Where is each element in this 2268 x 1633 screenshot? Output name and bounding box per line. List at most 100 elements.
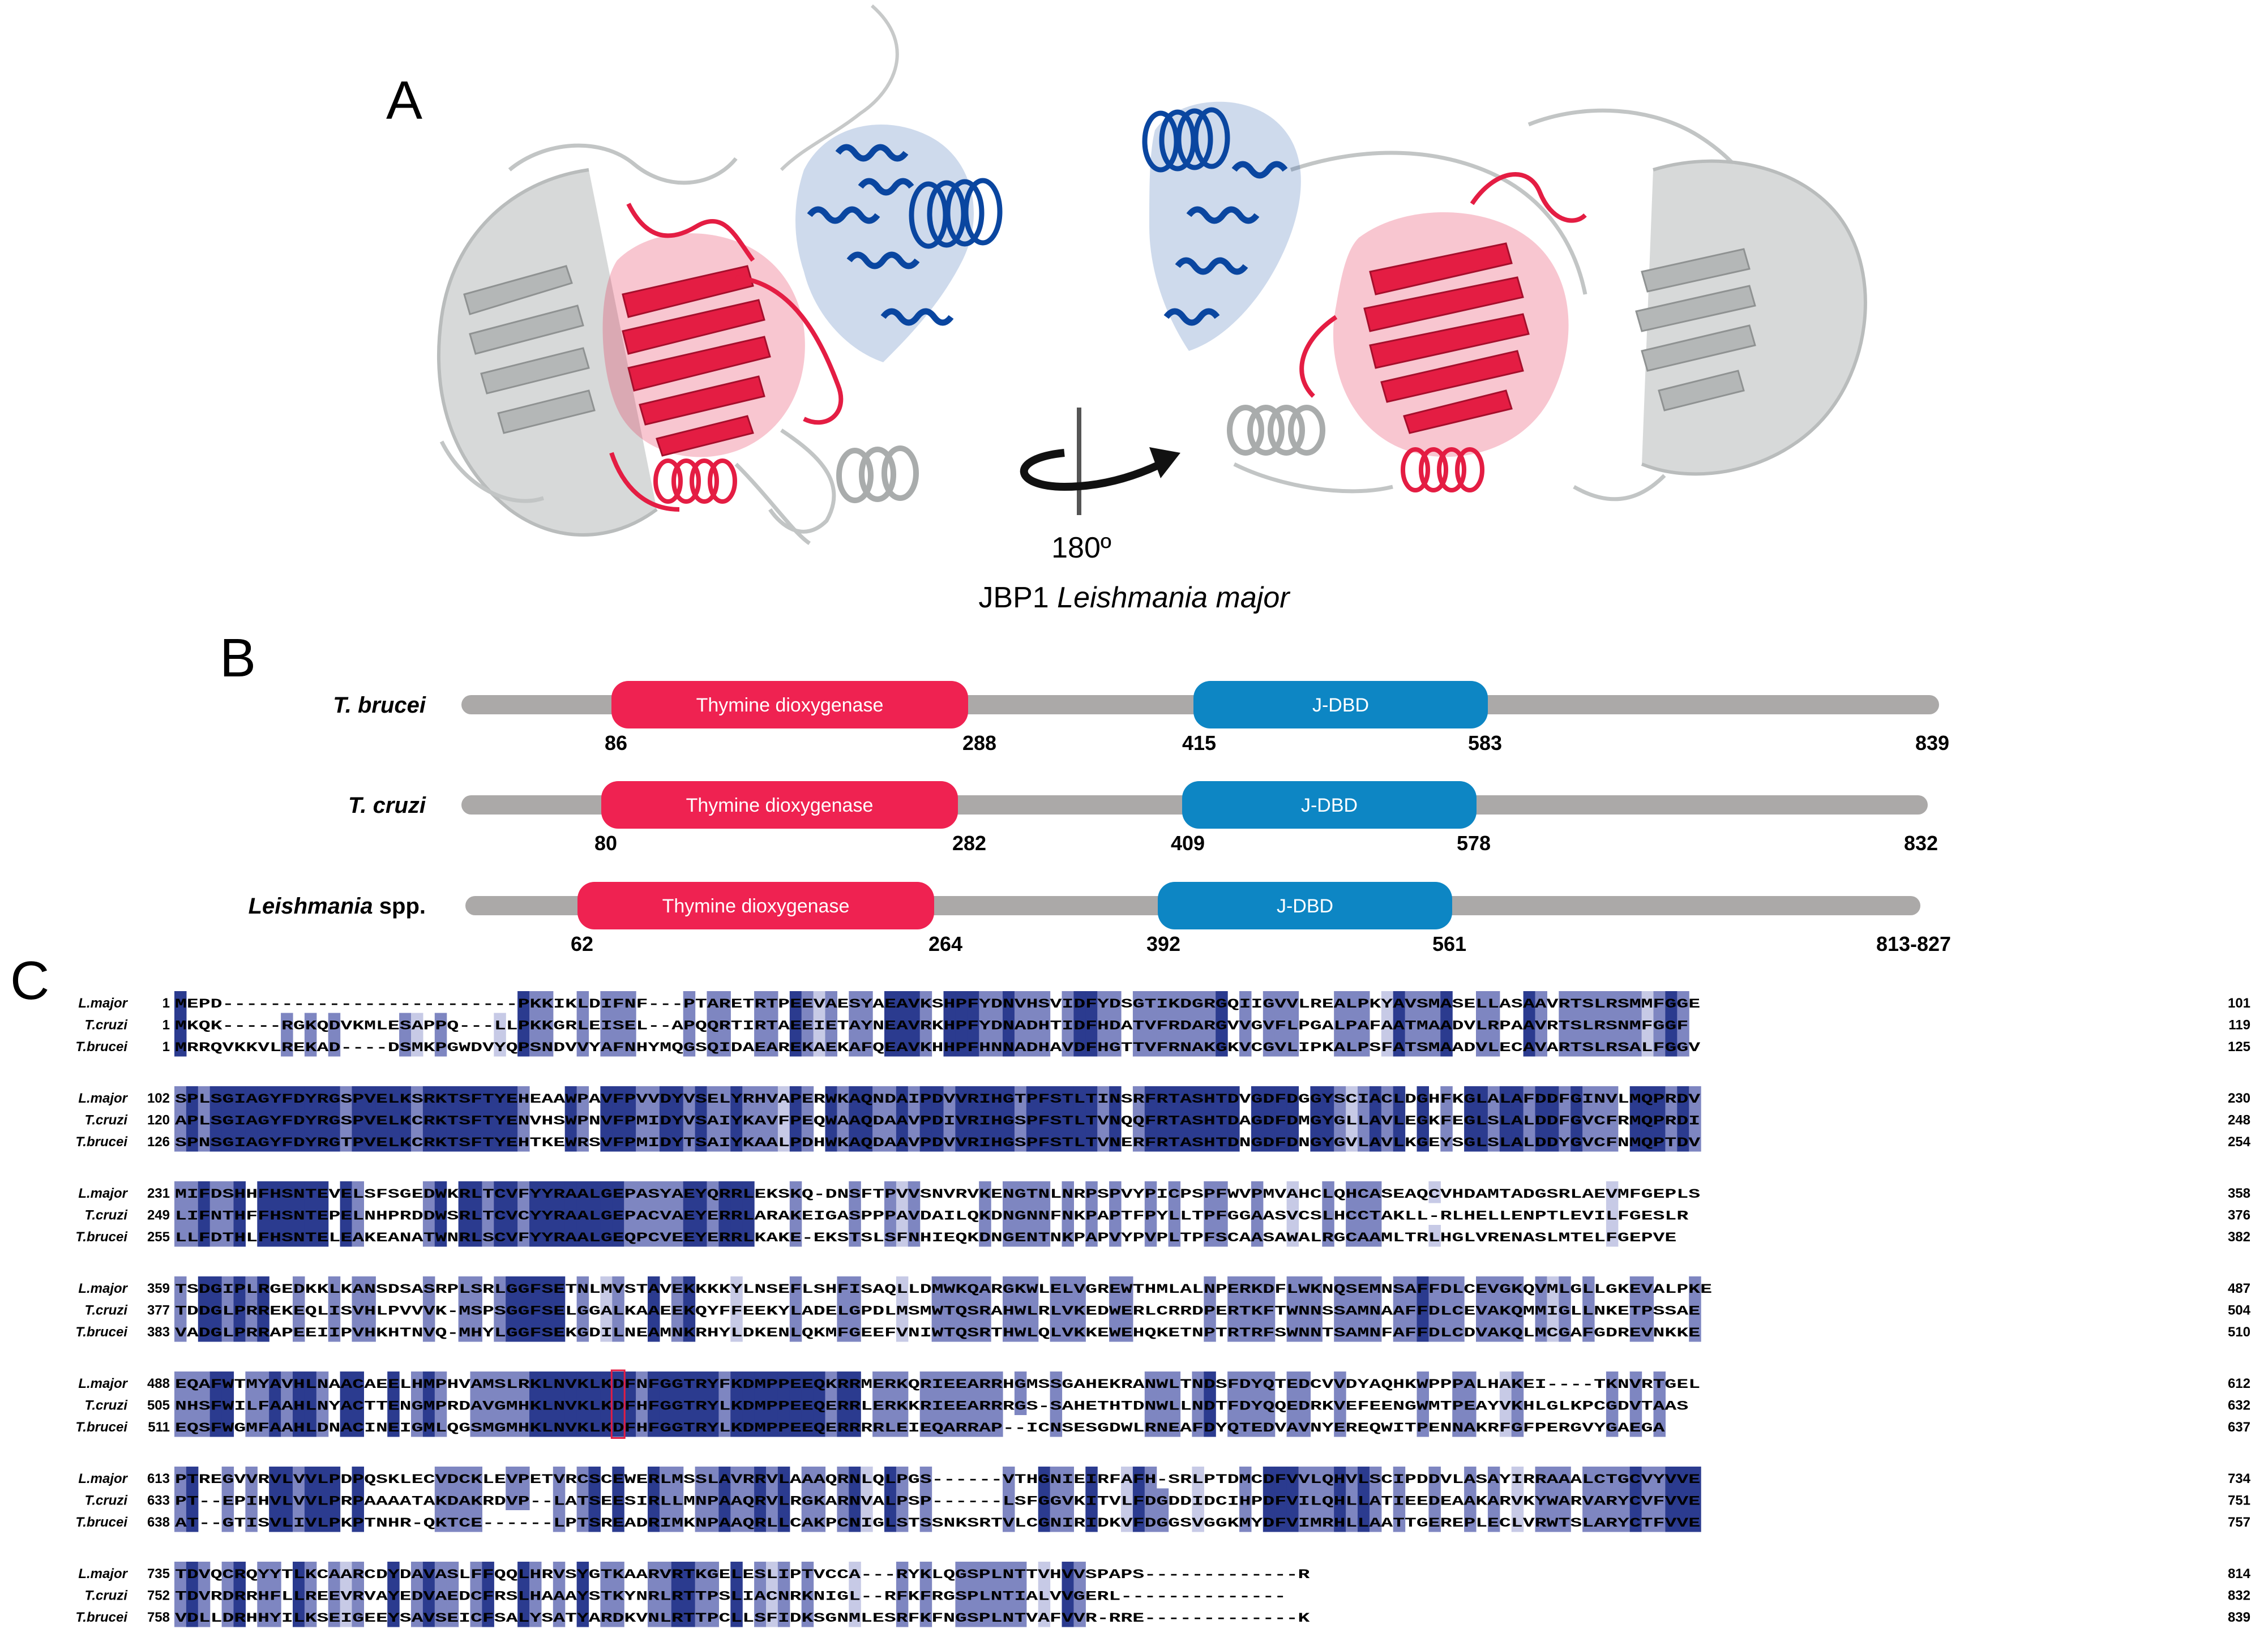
sequence-end: 504 bbox=[2228, 1303, 2251, 1318]
sequence-end: 230 bbox=[2228, 1091, 2250, 1106]
residue-shade bbox=[801, 1130, 814, 1152]
residue-shade bbox=[1582, 991, 1595, 1013]
residue-shade bbox=[908, 1130, 921, 1152]
residue-shade bbox=[316, 1203, 329, 1225]
residue-shade bbox=[174, 1035, 187, 1057]
residue-shade bbox=[576, 991, 589, 1013]
residue-shade bbox=[470, 1276, 482, 1298]
residue-shade bbox=[777, 1086, 790, 1108]
residue-shade bbox=[648, 1467, 660, 1489]
residue-shade bbox=[730, 1467, 743, 1489]
residue-shade bbox=[209, 1203, 222, 1225]
residue-shade bbox=[517, 1130, 530, 1152]
residue-shade bbox=[529, 1276, 542, 1298]
residue-shade bbox=[896, 1298, 909, 1320]
residue-shade bbox=[718, 1467, 731, 1489]
residue-shade bbox=[458, 1320, 471, 1342]
residue-shade bbox=[1606, 1108, 1619, 1130]
residue-shade bbox=[1440, 1298, 1453, 1320]
residue-shade bbox=[422, 1181, 435, 1203]
residue-shade bbox=[1499, 1298, 1512, 1320]
residue-shade bbox=[884, 1035, 897, 1057]
residue-shade bbox=[1073, 1320, 1086, 1342]
residue-shade bbox=[209, 1415, 222, 1437]
residue-shade bbox=[777, 1130, 790, 1152]
sequence-end: 839 bbox=[2228, 1610, 2250, 1625]
residue-shade bbox=[872, 1415, 885, 1437]
residue-shade bbox=[766, 1086, 778, 1108]
residue-shade bbox=[352, 1225, 364, 1247]
residue-shade bbox=[1227, 1130, 1240, 1152]
residue-shade bbox=[849, 1488, 861, 1510]
residue-shade bbox=[730, 1393, 743, 1415]
residue-shade bbox=[1204, 1013, 1216, 1035]
residue-shade bbox=[1239, 991, 1252, 1013]
residue-shade bbox=[1535, 1298, 1547, 1320]
residue-shade bbox=[363, 1108, 376, 1130]
residue-shade bbox=[1381, 1035, 1394, 1057]
residue-shade bbox=[1653, 1393, 1666, 1415]
residue-shade bbox=[174, 1488, 187, 1510]
residue-shade bbox=[896, 1415, 909, 1437]
residue-shade bbox=[328, 1130, 341, 1152]
residue-shade bbox=[293, 1203, 305, 1225]
residue-shade bbox=[1653, 991, 1666, 1013]
species-label: T. cruzi bbox=[348, 793, 426, 818]
residue-shade bbox=[1097, 991, 1110, 1013]
residue-shade bbox=[233, 1276, 246, 1298]
residue-shade bbox=[174, 1371, 187, 1394]
residue-shade bbox=[1239, 1488, 1252, 1510]
residue-shade bbox=[1334, 1108, 1346, 1130]
residue-shade bbox=[1310, 1298, 1323, 1320]
residue-shade bbox=[1452, 1393, 1465, 1415]
sequence-name: T.cruzi bbox=[84, 1018, 128, 1033]
residue-shade bbox=[1499, 1320, 1512, 1342]
residue-shade bbox=[1464, 1467, 1477, 1489]
residue-shade bbox=[1038, 1488, 1051, 1510]
residue-shade bbox=[861, 991, 873, 1013]
residue-shade bbox=[766, 1510, 778, 1532]
residue-shade bbox=[849, 1276, 861, 1298]
residue-shade bbox=[506, 1225, 518, 1247]
residue-shade bbox=[671, 1393, 684, 1415]
residue-shade bbox=[1192, 1415, 1204, 1437]
residue-shade bbox=[506, 1276, 518, 1298]
residue-shade bbox=[1263, 1510, 1276, 1532]
residue-shade bbox=[1286, 1320, 1299, 1342]
residue-shade bbox=[328, 1086, 341, 1108]
residue-shade bbox=[742, 1181, 755, 1203]
residue-shade bbox=[1073, 1298, 1086, 1320]
residue-shade bbox=[896, 1510, 909, 1532]
residue-shade bbox=[588, 1181, 601, 1203]
residue-shade bbox=[434, 1013, 447, 1035]
residue-shade bbox=[1003, 1130, 1015, 1152]
residue-shade bbox=[482, 1393, 494, 1415]
sequence-residues: MRRQVKKVLREKAD----DSMKPGWDVYQPSNDVVYAFNH… bbox=[175, 1040, 1700, 1055]
residue-shade bbox=[1216, 1108, 1228, 1130]
sequence-end: 487 bbox=[2228, 1281, 2250, 1296]
residue-shade bbox=[1263, 1393, 1276, 1415]
residue-shade bbox=[1464, 1488, 1477, 1510]
residue-shade bbox=[967, 1108, 979, 1130]
residue-shade bbox=[849, 1086, 861, 1108]
residue-shade bbox=[245, 1393, 258, 1415]
residue-shade bbox=[1003, 1086, 1015, 1108]
residue-shade bbox=[777, 1371, 790, 1394]
sequence-start: 638 bbox=[147, 1515, 170, 1530]
residue-shade bbox=[908, 991, 921, 1013]
conservation-shading bbox=[174, 991, 1689, 1057]
residue-shade bbox=[967, 1415, 979, 1437]
residue-shade bbox=[1617, 991, 1631, 1013]
residue-shade bbox=[1334, 1013, 1346, 1035]
residue-shade bbox=[375, 1130, 388, 1152]
residue-shade bbox=[553, 1467, 566, 1489]
residue-shade bbox=[363, 1320, 376, 1342]
residue-shade bbox=[730, 1320, 743, 1342]
residue-shade bbox=[1168, 1108, 1181, 1130]
residue-shade bbox=[813, 991, 826, 1013]
residue-shade bbox=[1405, 1320, 1418, 1342]
residue-shade bbox=[1003, 1035, 1015, 1057]
residue-shade bbox=[422, 1108, 435, 1130]
conservation-shading bbox=[174, 1371, 1666, 1437]
